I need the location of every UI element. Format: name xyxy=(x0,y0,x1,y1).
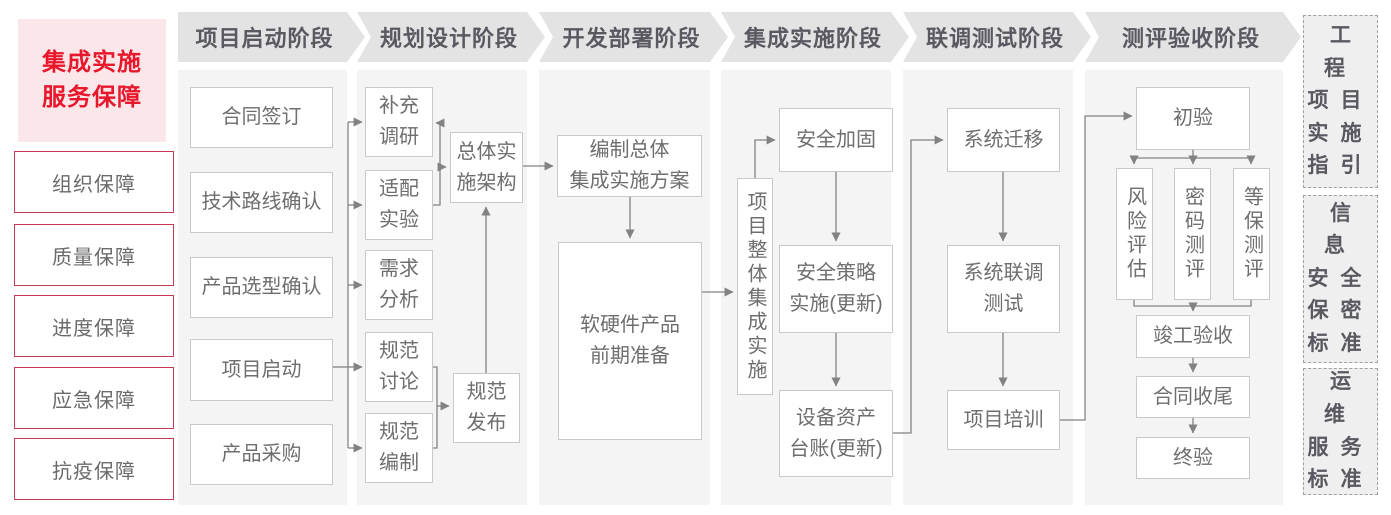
flow-box-product-selection-confirm: 产品选型确认 xyxy=(190,257,333,318)
flow-box-spec-release: 规范 发布 xyxy=(453,373,520,443)
flow-box-initial-acceptance: 初验 xyxy=(1136,87,1250,150)
flow-box-crypto-evaluation: 密码测评 xyxy=(1174,168,1211,300)
flow-box-project-training: 项目培训 xyxy=(947,390,1060,450)
flow-box-spec-drafting: 规范 编制 xyxy=(365,413,433,483)
flow-box-final-acceptance: 终验 xyxy=(1136,437,1250,479)
flow-box-system-migration: 系统迁移 xyxy=(947,108,1060,172)
flow-box-project-kickoff: 项目启动 xyxy=(190,339,333,401)
sidebar-item-emergency: 应急保障 xyxy=(14,367,174,429)
sidebar-item-quality: 质量保障 xyxy=(14,224,174,286)
flow-box-contract-closure: 合同收尾 xyxy=(1136,376,1250,418)
phase-header-dev-deploy: 开发部署阶段 xyxy=(539,12,728,62)
sidebar-item-schedule: 进度保障 xyxy=(14,295,174,357)
flow-box-overall-integration: 项目整体集成实施 xyxy=(737,178,773,395)
flow-box-spec-discussion: 规范 讨论 xyxy=(365,332,433,402)
flow-box-requirement-analysis: 需求 分析 xyxy=(365,250,433,320)
standard-panel-project-implementation-guide: 工程 项目 实施 指引 xyxy=(1303,15,1378,188)
phase-header-integration: 集成实施阶段 xyxy=(721,12,909,62)
phase-header-planning-design: 规划设计阶段 xyxy=(357,12,545,62)
flow-box-product-procurement: 产品采购 xyxy=(190,424,333,485)
flow-box-mlps-evaluation: 等保测评 xyxy=(1233,168,1270,300)
flow-box-completion-acceptance: 竣工验收 xyxy=(1136,315,1250,358)
phase-header-evaluation-acceptance: 测评验收阶段 xyxy=(1085,12,1301,62)
standard-panel-information-security-standard: 信息 安全 保密 标准 xyxy=(1303,195,1378,363)
flow-box-security-policy: 安全策略 实施(更新) xyxy=(779,245,893,333)
flow-box-product-preparation: 软硬件产品 前期准备 xyxy=(558,242,702,440)
flow-box-supplementary-research: 补充 调研 xyxy=(365,87,433,157)
flow-box-tech-route-confirm: 技术路线确认 xyxy=(190,172,333,233)
flow-box-asset-ledger: 设备资产 台账(更新) xyxy=(779,390,893,477)
standard-panel-ops-service-standard: 运维 服务 标准 xyxy=(1303,368,1378,495)
phase-header-project-kickoff: 项目启动阶段 xyxy=(178,12,365,62)
phase-header-joint-testing: 联调测试阶段 xyxy=(903,12,1091,62)
sidebar-item-organization: 组织保障 xyxy=(14,151,174,213)
flow-box-overall-plan: 编制总体 集成实施方案 xyxy=(557,135,702,197)
flow-box-contract-signing: 合同签订 xyxy=(190,87,333,148)
flow-box-risk-assessment: 风险评估 xyxy=(1116,168,1153,300)
flow-box-overall-impl-architecture: 总体实 施架构 xyxy=(450,132,523,203)
flow-box-security-hardening: 安全加固 xyxy=(779,108,893,172)
sidebar-title: 集成实施 服务保障 xyxy=(18,19,166,142)
flow-box-adaptation-experiment: 适配 实验 xyxy=(365,170,433,240)
sidebar-item-epidemic: 抗疫保障 xyxy=(14,438,174,500)
flow-box-joint-debugging: 系统联调 测试 xyxy=(947,245,1060,333)
